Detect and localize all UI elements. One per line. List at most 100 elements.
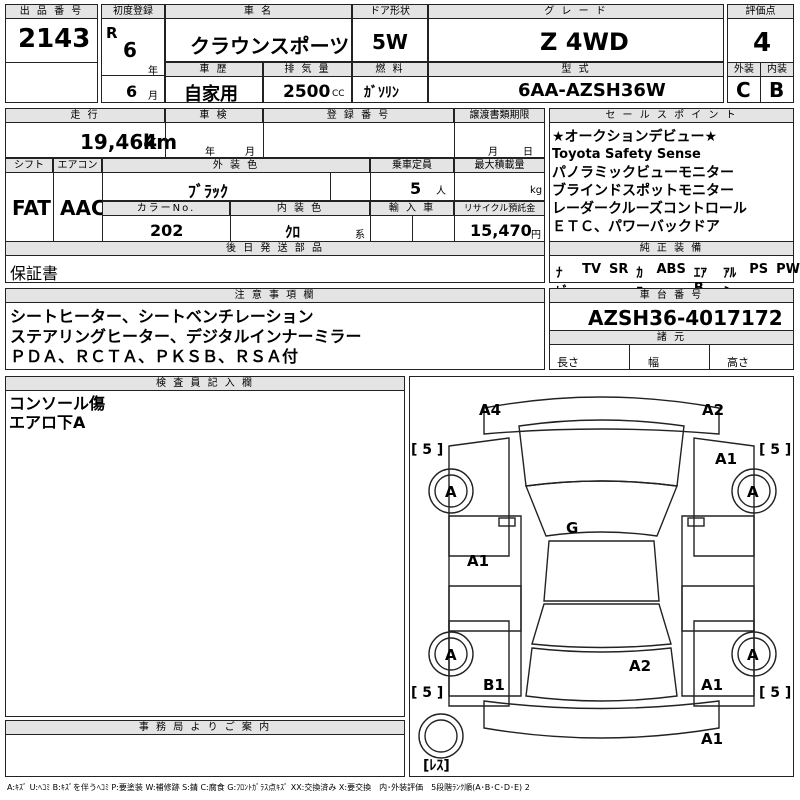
history: 自家用	[184, 84, 238, 105]
recycle-label: リサイクル預託金	[454, 201, 545, 216]
capacity: 5	[410, 179, 422, 198]
front-bumper	[483, 396, 720, 435]
sales-point: レーダークルーズコントロール	[552, 201, 747, 217]
door-label: ドア形状	[352, 4, 428, 19]
mark-a-right-rear: A	[747, 646, 759, 664]
tire-rear-right	[731, 631, 777, 677]
tire-depth-rear-left: [ 5 ]	[411, 685, 443, 701]
sales-point: パノラミックビューモニター	[552, 165, 734, 181]
mark-a1-rear-right: A1	[701, 676, 723, 694]
inspector-notes: コンソール傷 エアロ下A	[9, 394, 105, 432]
notes-list: シートヒーター、シートベンチレーション ステアリングヒーター、デジタルインナーミ…	[10, 307, 362, 367]
divider	[454, 158, 455, 241]
divider	[165, 108, 166, 157]
equipment-item: PW	[776, 262, 800, 277]
right-rear-fender	[693, 620, 755, 707]
transfer-day-unit: 日	[523, 147, 533, 158]
era: R	[106, 24, 118, 42]
divider	[102, 200, 545, 201]
sales-point: ブラインドスポットモニター	[552, 183, 734, 199]
mark-a1-right-front: A1	[715, 450, 737, 468]
model-label: 型 式	[428, 62, 724, 77]
tire-depth-front-right: [ 5 ]	[759, 442, 791, 458]
shift-label: シフト	[5, 158, 53, 173]
inspector-label: 検 査 員 記 入 欄	[5, 376, 405, 391]
exterior-label: 外装	[727, 62, 761, 77]
recycle-unit: 円	[531, 230, 541, 241]
tire-rear-left	[428, 631, 474, 677]
grade: Z 4WD	[540, 28, 629, 56]
later-parts-label: 後 日 発 送 部 品	[5, 241, 545, 256]
tire-front-right	[731, 468, 777, 514]
tire-depth-rear-right: [ 5 ]	[759, 685, 791, 701]
maxload-label: 最大積載量	[454, 158, 545, 173]
chassis-number: AZSH36-4017172	[588, 306, 783, 330]
equipment-item: SR	[609, 262, 629, 277]
divider	[263, 108, 264, 157]
aircon-label: エアコン	[53, 158, 102, 173]
office-label: 事 務 局 よ り ご 案 内	[5, 720, 405, 735]
divider	[102, 158, 103, 241]
first-registration-label: 初度登録	[101, 4, 165, 19]
car-name: クラウンスポーツ	[190, 34, 350, 58]
history-label: 車 歴	[165, 62, 263, 77]
first-reg-month: 6	[126, 82, 138, 101]
shift: FAT	[12, 196, 51, 220]
mark-a2-top: A2	[702, 401, 724, 419]
equipment-item: ABS	[656, 262, 686, 277]
mark-a-left-rear: A	[445, 646, 457, 664]
import-label: 輸 入 車	[370, 201, 454, 216]
legend: A:ｷｽﾞ U:ﾍｺﾐ B:ｷｽﾞを伴うﾍｺﾐ P:要塗装 W:補修跡 S:錆 …	[7, 783, 530, 792]
sales-point: ＥＴＣ、パワーバックドア	[552, 219, 720, 235]
mark-a1-bottom: A1	[701, 730, 723, 748]
color-number-label: カラーNo.	[102, 201, 230, 216]
car-diagram: A4 A2 A1 A A G A1 A A A2 B1 A1 A1 [ 5 ] …	[411, 396, 791, 774]
mark-a4: A4	[479, 401, 501, 419]
recycle-fee: 15,470	[470, 221, 532, 240]
interior-label: 内装	[760, 62, 794, 77]
spare-tire-label: [ﾚｽ]	[423, 758, 450, 774]
transfer-month-unit: 月	[488, 147, 498, 158]
divider	[101, 75, 165, 76]
color-number: 202	[150, 221, 184, 240]
tire-depth-front-left: [ 5 ]	[411, 442, 443, 458]
maxload-unit: kg	[530, 185, 543, 196]
mark-g: G	[566, 519, 578, 537]
sales-point: Toyota Safety Sense	[552, 147, 701, 162]
mark-a-left-front: A	[445, 483, 457, 501]
interior-grade: B	[769, 78, 785, 102]
equipment-item: PS	[749, 262, 769, 277]
divider	[53, 158, 54, 241]
interior-color-unit: 系	[355, 230, 365, 241]
left-rear-fender	[448, 620, 510, 707]
rear-glass	[531, 603, 672, 649]
divider	[412, 216, 413, 241]
model: 6AA-AZSH36W	[518, 80, 666, 101]
mark-a2-rear: A2	[629, 657, 651, 675]
displacement-unit: CC	[332, 89, 345, 99]
divider	[629, 345, 630, 370]
inspector-note: エアロ下A	[9, 413, 86, 432]
month-unit: 月	[148, 91, 158, 102]
grade-label: グ レ ー ド	[428, 4, 724, 19]
inspection-month-unit: 月	[245, 147, 255, 158]
divider	[230, 201, 231, 241]
displacement: 2500	[283, 82, 331, 102]
mark-a-right-front: A	[747, 483, 759, 501]
divider	[330, 172, 331, 200]
divider	[5, 62, 98, 63]
right-mirror	[687, 517, 705, 527]
chassis-label: 車 台 番 号	[549, 288, 794, 303]
sales-points-list: ★オークションデビュー★ Toyota Safety Sense パノラミックビ…	[552, 128, 747, 236]
car-diagram-cell	[409, 376, 794, 777]
interior-color: ｸﾛ	[285, 223, 301, 241]
mark-a1-left: A1	[467, 552, 489, 570]
mileage-unit: km	[143, 130, 178, 154]
lot-number: 2143	[18, 24, 91, 54]
mileage: 19,464	[80, 130, 158, 154]
first-reg-year: 6	[123, 38, 137, 62]
inspection-year-unit: 年	[205, 147, 215, 158]
fuel-label: 燃 料	[352, 62, 428, 77]
divider	[370, 158, 371, 241]
door-type: 5W	[372, 30, 408, 54]
